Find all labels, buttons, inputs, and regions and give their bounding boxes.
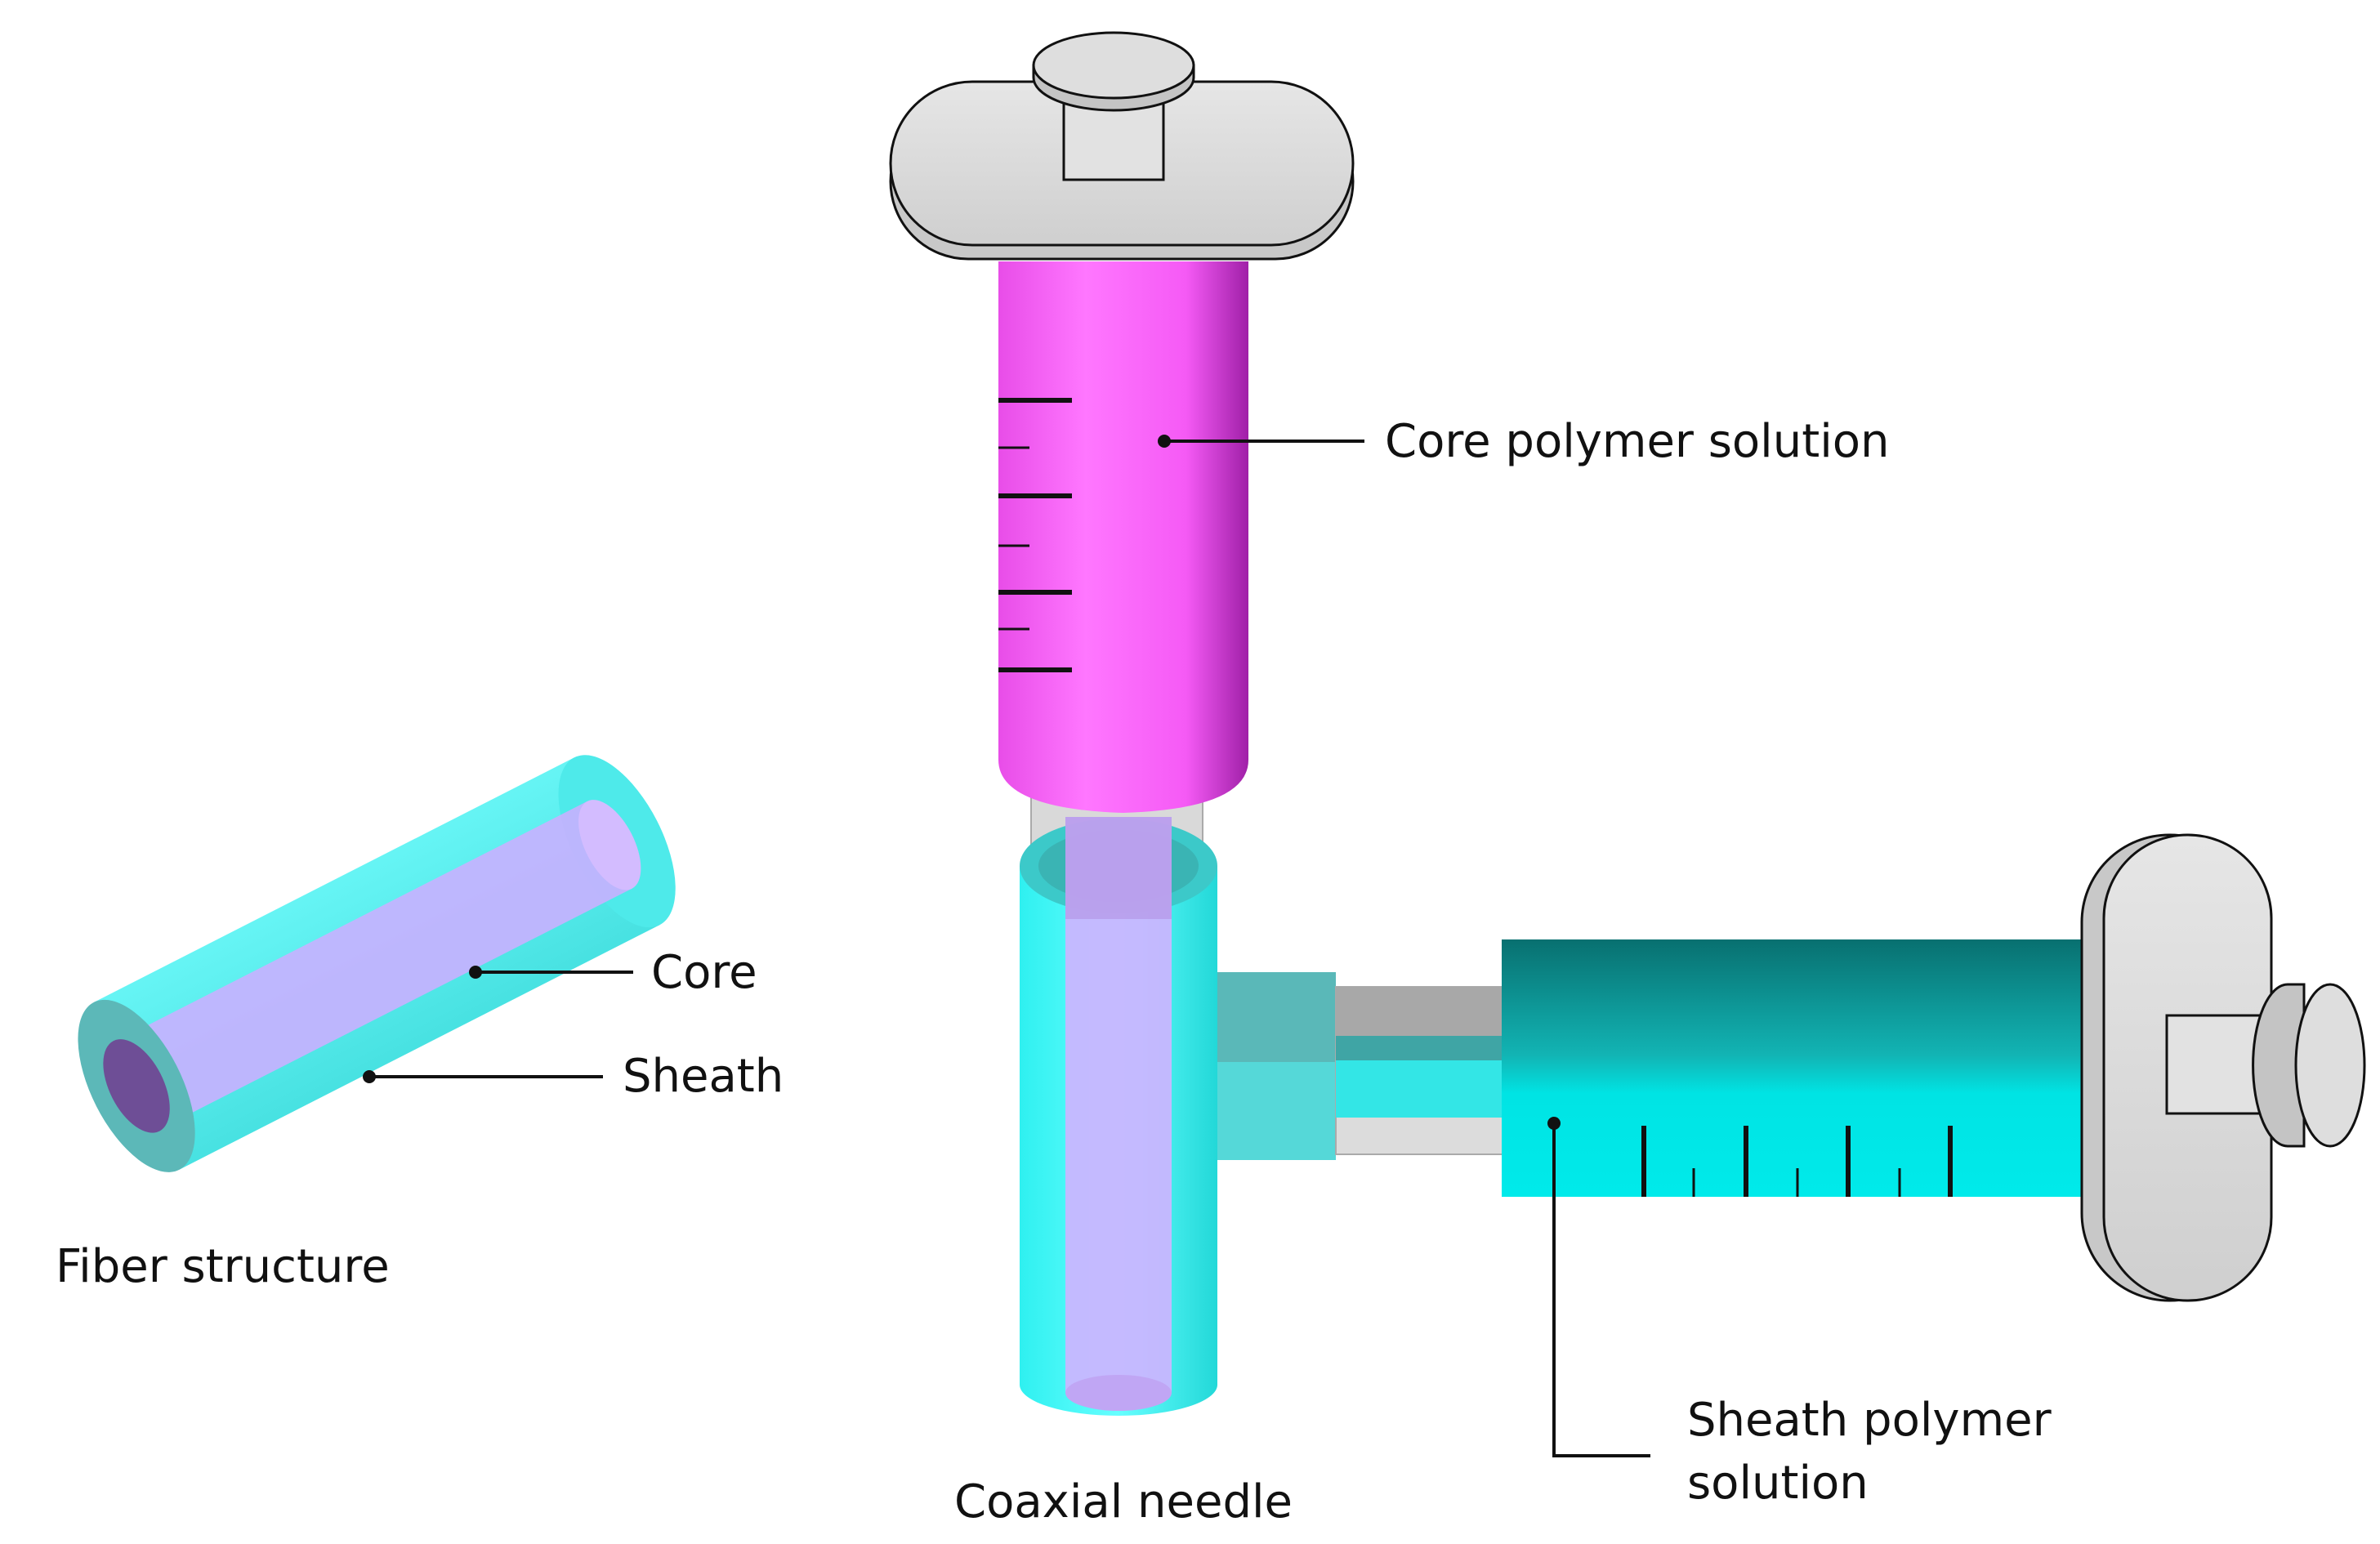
sheath-syringe-plunger-head bbox=[2252, 983, 2366, 1148]
label-sheath-polymer-line1: Sheath polymer bbox=[1687, 1394, 2052, 1447]
leader-lines bbox=[369, 440, 1650, 1457]
fiber-structure bbox=[78, 755, 676, 1172]
coaxial-needle bbox=[1020, 817, 1336, 1416]
leader-sheath-polymer bbox=[1552, 1123, 1650, 1457]
label-core: Core bbox=[651, 946, 757, 999]
label-sheath-polymer-line2: solution bbox=[1687, 1457, 1869, 1510]
label-sheath: Sheath bbox=[623, 1050, 784, 1103]
leader-dots bbox=[363, 435, 1561, 1130]
sheath-syringe-barrel bbox=[1502, 939, 2082, 1197]
label-fiber-structure: Fiber structure bbox=[56, 1240, 390, 1293]
core-syringe-barrel bbox=[998, 261, 1248, 813]
fiber-core bbox=[114, 801, 632, 1130]
sheath-syringe bbox=[1335, 833, 2366, 1302]
core-syringe-plunger-head bbox=[1032, 31, 1195, 112]
sheath-syringe-graduations bbox=[1641, 1126, 1953, 1197]
label-core-polymer-solution: Core polymer solution bbox=[1385, 415, 1890, 468]
label-coaxial-needle: Coaxial needle bbox=[954, 1475, 1293, 1528]
core-syringe bbox=[889, 31, 1355, 863]
core-syringe-graduations bbox=[998, 398, 1072, 672]
core-syringe-plunger-rod bbox=[1062, 95, 1165, 181]
